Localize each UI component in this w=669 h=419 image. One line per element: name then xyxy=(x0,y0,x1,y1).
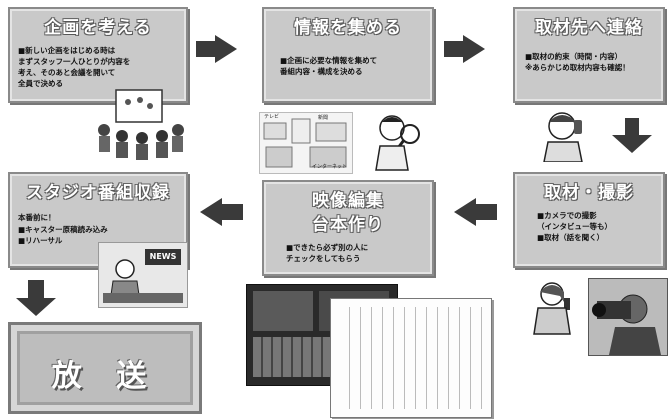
arrow-4-stem xyxy=(475,204,497,220)
info-label-internet: インターネット xyxy=(312,164,348,170)
step-studio-body-heading: 本番前に！ xyxy=(18,213,56,222)
info-label-tv: テレビ xyxy=(264,114,280,120)
info-label-newspaper: 新聞 xyxy=(318,115,329,121)
step-planning-box: 企画を考える ■新しい企画をはじめる時は まずスタッフ一人ひとりが内容を 考え、… xyxy=(8,7,188,103)
camera-graphic xyxy=(592,294,661,355)
cameraman-illustration xyxy=(588,278,668,356)
step-contact-title: 取材先へ連絡 xyxy=(535,18,643,38)
step-info-body: ■企画に必要な情報を集めて 番組内容・構成を決める xyxy=(280,56,378,76)
news-studio-illustration: NEWS xyxy=(98,242,188,308)
step-interview-box: 取材・撮影 ■カメラでの撮影 （インタビュー等も） ■取材（話を聞く） xyxy=(513,172,665,268)
step-editing-box: 映像編集 台本作り ■できたら必ず別の人に チェックをしてもらう xyxy=(262,180,434,276)
step-planning-title: 企画を考える xyxy=(44,18,152,38)
reporter-illustration xyxy=(533,282,571,335)
phone-call-illustration xyxy=(543,112,583,162)
news-anchor-graphic xyxy=(103,259,183,303)
arrow-left-icon xyxy=(200,198,222,226)
step-studio-title: スタジオ番組収録 xyxy=(26,183,170,203)
arrow-1-stem xyxy=(196,41,216,57)
video-preview xyxy=(253,291,313,331)
arrow-down-icon xyxy=(16,298,56,316)
meeting-illustration xyxy=(98,89,184,160)
arrow-down-icon xyxy=(612,135,652,153)
arrow-right-icon xyxy=(215,35,237,63)
script-document-illustration xyxy=(330,298,492,418)
step-editing-title2: 台本作り xyxy=(312,215,384,235)
step-broadcast-box: 放 送 xyxy=(8,322,202,414)
step-planning-body: ■新しい企画をはじめる時は まずスタッフ一人ひとりが内容を 考え、そのあと会議を… xyxy=(18,46,131,88)
researcher-illustration xyxy=(375,115,420,171)
step-editing-body: ■できたら必ず別の人に チェックをしてもらう xyxy=(286,243,369,263)
arrow-5-stem xyxy=(221,204,243,220)
arrow-left-icon xyxy=(454,198,476,226)
arrow-2-stem xyxy=(444,41,464,57)
step-contact-body: ■取材の約束（時間・内容） ※あらかじめ取材内容も確認！ xyxy=(525,52,630,72)
step-interview-title: 取材・撮影 xyxy=(544,183,634,203)
step-interview-body: ■カメラでの撮影 （インタビュー等も） ■取材（話を聞く） xyxy=(537,211,612,242)
info-sources-illustration: テレビ 新聞 インターネット xyxy=(259,112,353,174)
step-editing-title1: 映像編集 xyxy=(312,191,384,211)
script-lines xyxy=(339,307,483,409)
news-sign: NEWS xyxy=(145,249,181,265)
step-broadcast-title: 放 送 xyxy=(51,359,159,394)
step-studio-body: ■キャスター原稿読み込み ■リハーサル xyxy=(18,225,108,245)
info-sources-graphic xyxy=(263,118,347,168)
step-info-box: 情報を集める ■企画に必要な情報を集めて 番組内容・構成を決める xyxy=(262,7,434,103)
arrow-right-icon xyxy=(463,35,485,63)
arrow-3-stem xyxy=(625,118,639,136)
step-contact-box: 取材先へ連絡 ■取材の約束（時間・内容） ※あらかじめ取材内容も確認！ xyxy=(513,7,665,103)
arrow-6-stem xyxy=(28,280,44,300)
step-info-title: 情報を集める xyxy=(294,18,402,38)
